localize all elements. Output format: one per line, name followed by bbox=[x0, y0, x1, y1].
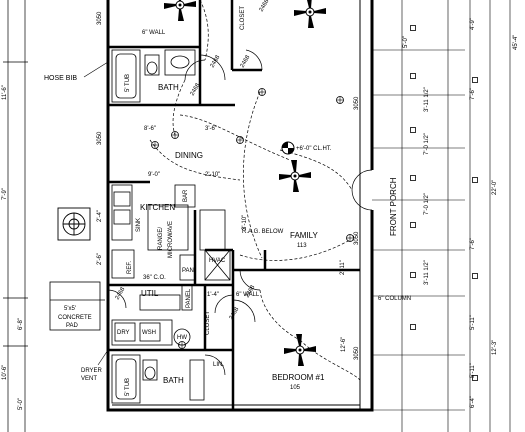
ceiling-fan-icon bbox=[163, 0, 197, 22]
door-swings bbox=[107, 49, 373, 376]
dim-8-6: 8'-6" bbox=[144, 126, 156, 132]
note-wsh: WSH bbox=[142, 330, 156, 336]
room-label-bath-lower: BATH bbox=[163, 376, 184, 385]
ceiling-fan-icon bbox=[293, 0, 327, 29]
dim-2-6: 2'-6" bbox=[97, 253, 103, 265]
utility-fixtures bbox=[111, 284, 193, 346]
exterior-walls bbox=[106, 0, 374, 412]
left-dimension-lines bbox=[3, 0, 105, 432]
ceiling-fan-icon bbox=[278, 159, 312, 193]
dim-9-0: 9'-0" bbox=[148, 172, 160, 178]
dim-3050-d: 3050 bbox=[354, 231, 360, 245]
note-tub-lower: 5' TUB bbox=[125, 378, 131, 396]
right-dimension-lines bbox=[372, 0, 511, 432]
note-co: 36" C.O. bbox=[143, 275, 166, 281]
dim-left-6-8: 6'-8" bbox=[18, 318, 24, 330]
room-tag-family: 113 bbox=[297, 243, 307, 249]
interior-walls bbox=[108, 0, 360, 410]
note-hvac: HVAC bbox=[209, 258, 226, 264]
dim-right-7-0a: 7'-0 1/2" bbox=[424, 133, 430, 155]
concrete-pad bbox=[49, 281, 101, 331]
note-hw: HW bbox=[177, 335, 187, 341]
note-rag-below: R.A.G. BELOW bbox=[242, 229, 284, 235]
note-range: RANGE/ bbox=[158, 227, 164, 250]
dim-2-4: 2'-4" bbox=[97, 210, 103, 222]
note-dry: DRY bbox=[117, 330, 130, 336]
porch-columns bbox=[410, 25, 478, 381]
room-label-kitchen: KITCHEN bbox=[140, 203, 175, 212]
note-dryer-vent-2: VENT bbox=[81, 376, 97, 382]
note-dryer-vent-1: DRYER bbox=[81, 368, 103, 374]
dim-right-6-4: 6'-4" bbox=[470, 396, 476, 408]
dim-2468-b: 2468 bbox=[210, 54, 222, 69]
note-hose-bib: HOSE BIB bbox=[44, 75, 77, 82]
dim-right-5-11b: 5'-11" bbox=[470, 363, 476, 378]
note-concrete-pad-2: PAD bbox=[66, 323, 79, 329]
dim-3-6: 3'-6" bbox=[205, 126, 217, 132]
note-panel: PANEL bbox=[186, 288, 192, 308]
dim-3050-a: 3050 bbox=[97, 11, 103, 25]
note-pan: PAN. bbox=[182, 268, 196, 274]
room-label-bath-upper: BATH bbox=[158, 83, 179, 92]
note-six-wall-upper: 6" WALL bbox=[142, 30, 166, 36]
note-tub-upper: 5' TUB bbox=[125, 74, 131, 92]
dim-2-11: 2'-11" bbox=[340, 260, 346, 275]
dim-right-3-11b: 3'-11 1/2" bbox=[424, 260, 430, 285]
dim-right-45-4: 45'-4" bbox=[513, 35, 519, 50]
note-microwave: MICROWAVE bbox=[168, 221, 174, 258]
note-bar: BAR bbox=[183, 189, 189, 202]
dim-3050-b: 3050 bbox=[97, 131, 103, 145]
dim-right-12-3: 12'-3" bbox=[492, 340, 498, 355]
smoke-detector-icon bbox=[281, 141, 295, 155]
note-concrete-pad-size: 5'x5' bbox=[64, 306, 76, 312]
dim-2-10: 2'-10" bbox=[205, 172, 220, 178]
note-ref: REF. bbox=[127, 261, 133, 274]
room-tag-bedroom: 105 bbox=[290, 385, 301, 391]
dim-2468-a: 2468 bbox=[259, 0, 271, 13]
dim-left-7-9: 7'-9" bbox=[2, 188, 8, 200]
note-column: 6" COLUMN bbox=[378, 296, 411, 302]
dim-2468-c: 2468 bbox=[240, 54, 252, 69]
lower-bath-fixtures bbox=[111, 354, 205, 404]
upper-bath-fixtures bbox=[111, 49, 196, 103]
ac-unit bbox=[57, 207, 91, 241]
ceiling-fan-icon bbox=[283, 333, 317, 367]
dim-left-11-6: 11'-6" bbox=[2, 85, 8, 100]
dim-left-10-6: 10'-6" bbox=[2, 365, 8, 380]
dim-right-5-0: 5'-0" bbox=[403, 36, 409, 48]
dim-right-7-0b: 7'-0 1/2" bbox=[424, 193, 430, 215]
room-label-closet-upper: CLOSET bbox=[240, 6, 246, 30]
note-concrete-pad-1: CONCRETE bbox=[58, 315, 92, 321]
dim-12-6: 12'-6" bbox=[341, 337, 347, 352]
dim-2468-e: 2468 bbox=[115, 286, 127, 301]
dim-1-4: 1'-4" bbox=[207, 292, 219, 298]
dim-3050-e: 3050 bbox=[354, 346, 360, 360]
electrical-wiring bbox=[149, 0, 361, 381]
room-label-bedroom: BEDROOM #1 bbox=[272, 373, 325, 382]
room-label-utility: UTIL bbox=[141, 289, 159, 298]
note-lin: LIN. bbox=[213, 362, 224, 368]
room-label-family: FAMILY bbox=[290, 231, 319, 240]
room-label-front-porch: FRONT PORCH bbox=[389, 177, 398, 236]
dim-right-3-11a: 3'-11 1/2" bbox=[424, 87, 430, 112]
room-label-dining: DINING bbox=[175, 151, 203, 160]
note-fan-height: +6'-0" CL.HT. bbox=[296, 146, 332, 152]
dim-right-7-6a: 7'-6" bbox=[470, 88, 476, 100]
dim-2468-f: 2468 bbox=[229, 306, 241, 321]
dim-left-5-0: 5'-0" bbox=[18, 398, 24, 410]
dim-right-7-6b: 7'-6" bbox=[470, 238, 476, 250]
dim-3050-c: 3050 bbox=[354, 96, 360, 110]
dim-right-4-9: 4'-9" bbox=[470, 18, 476, 30]
dim-right-5-11: 5'-11" bbox=[470, 315, 476, 330]
dim-3-10: 3'-10" bbox=[242, 215, 248, 230]
note-six-wall-lower: 6" WALL bbox=[236, 292, 260, 298]
note-sink: SINK bbox=[136, 218, 142, 232]
dim-right-22-0: 22'-0" bbox=[492, 180, 498, 195]
room-label-closet-lower: CLOSET bbox=[205, 311, 211, 335]
kitchen-fixtures bbox=[111, 184, 231, 281]
